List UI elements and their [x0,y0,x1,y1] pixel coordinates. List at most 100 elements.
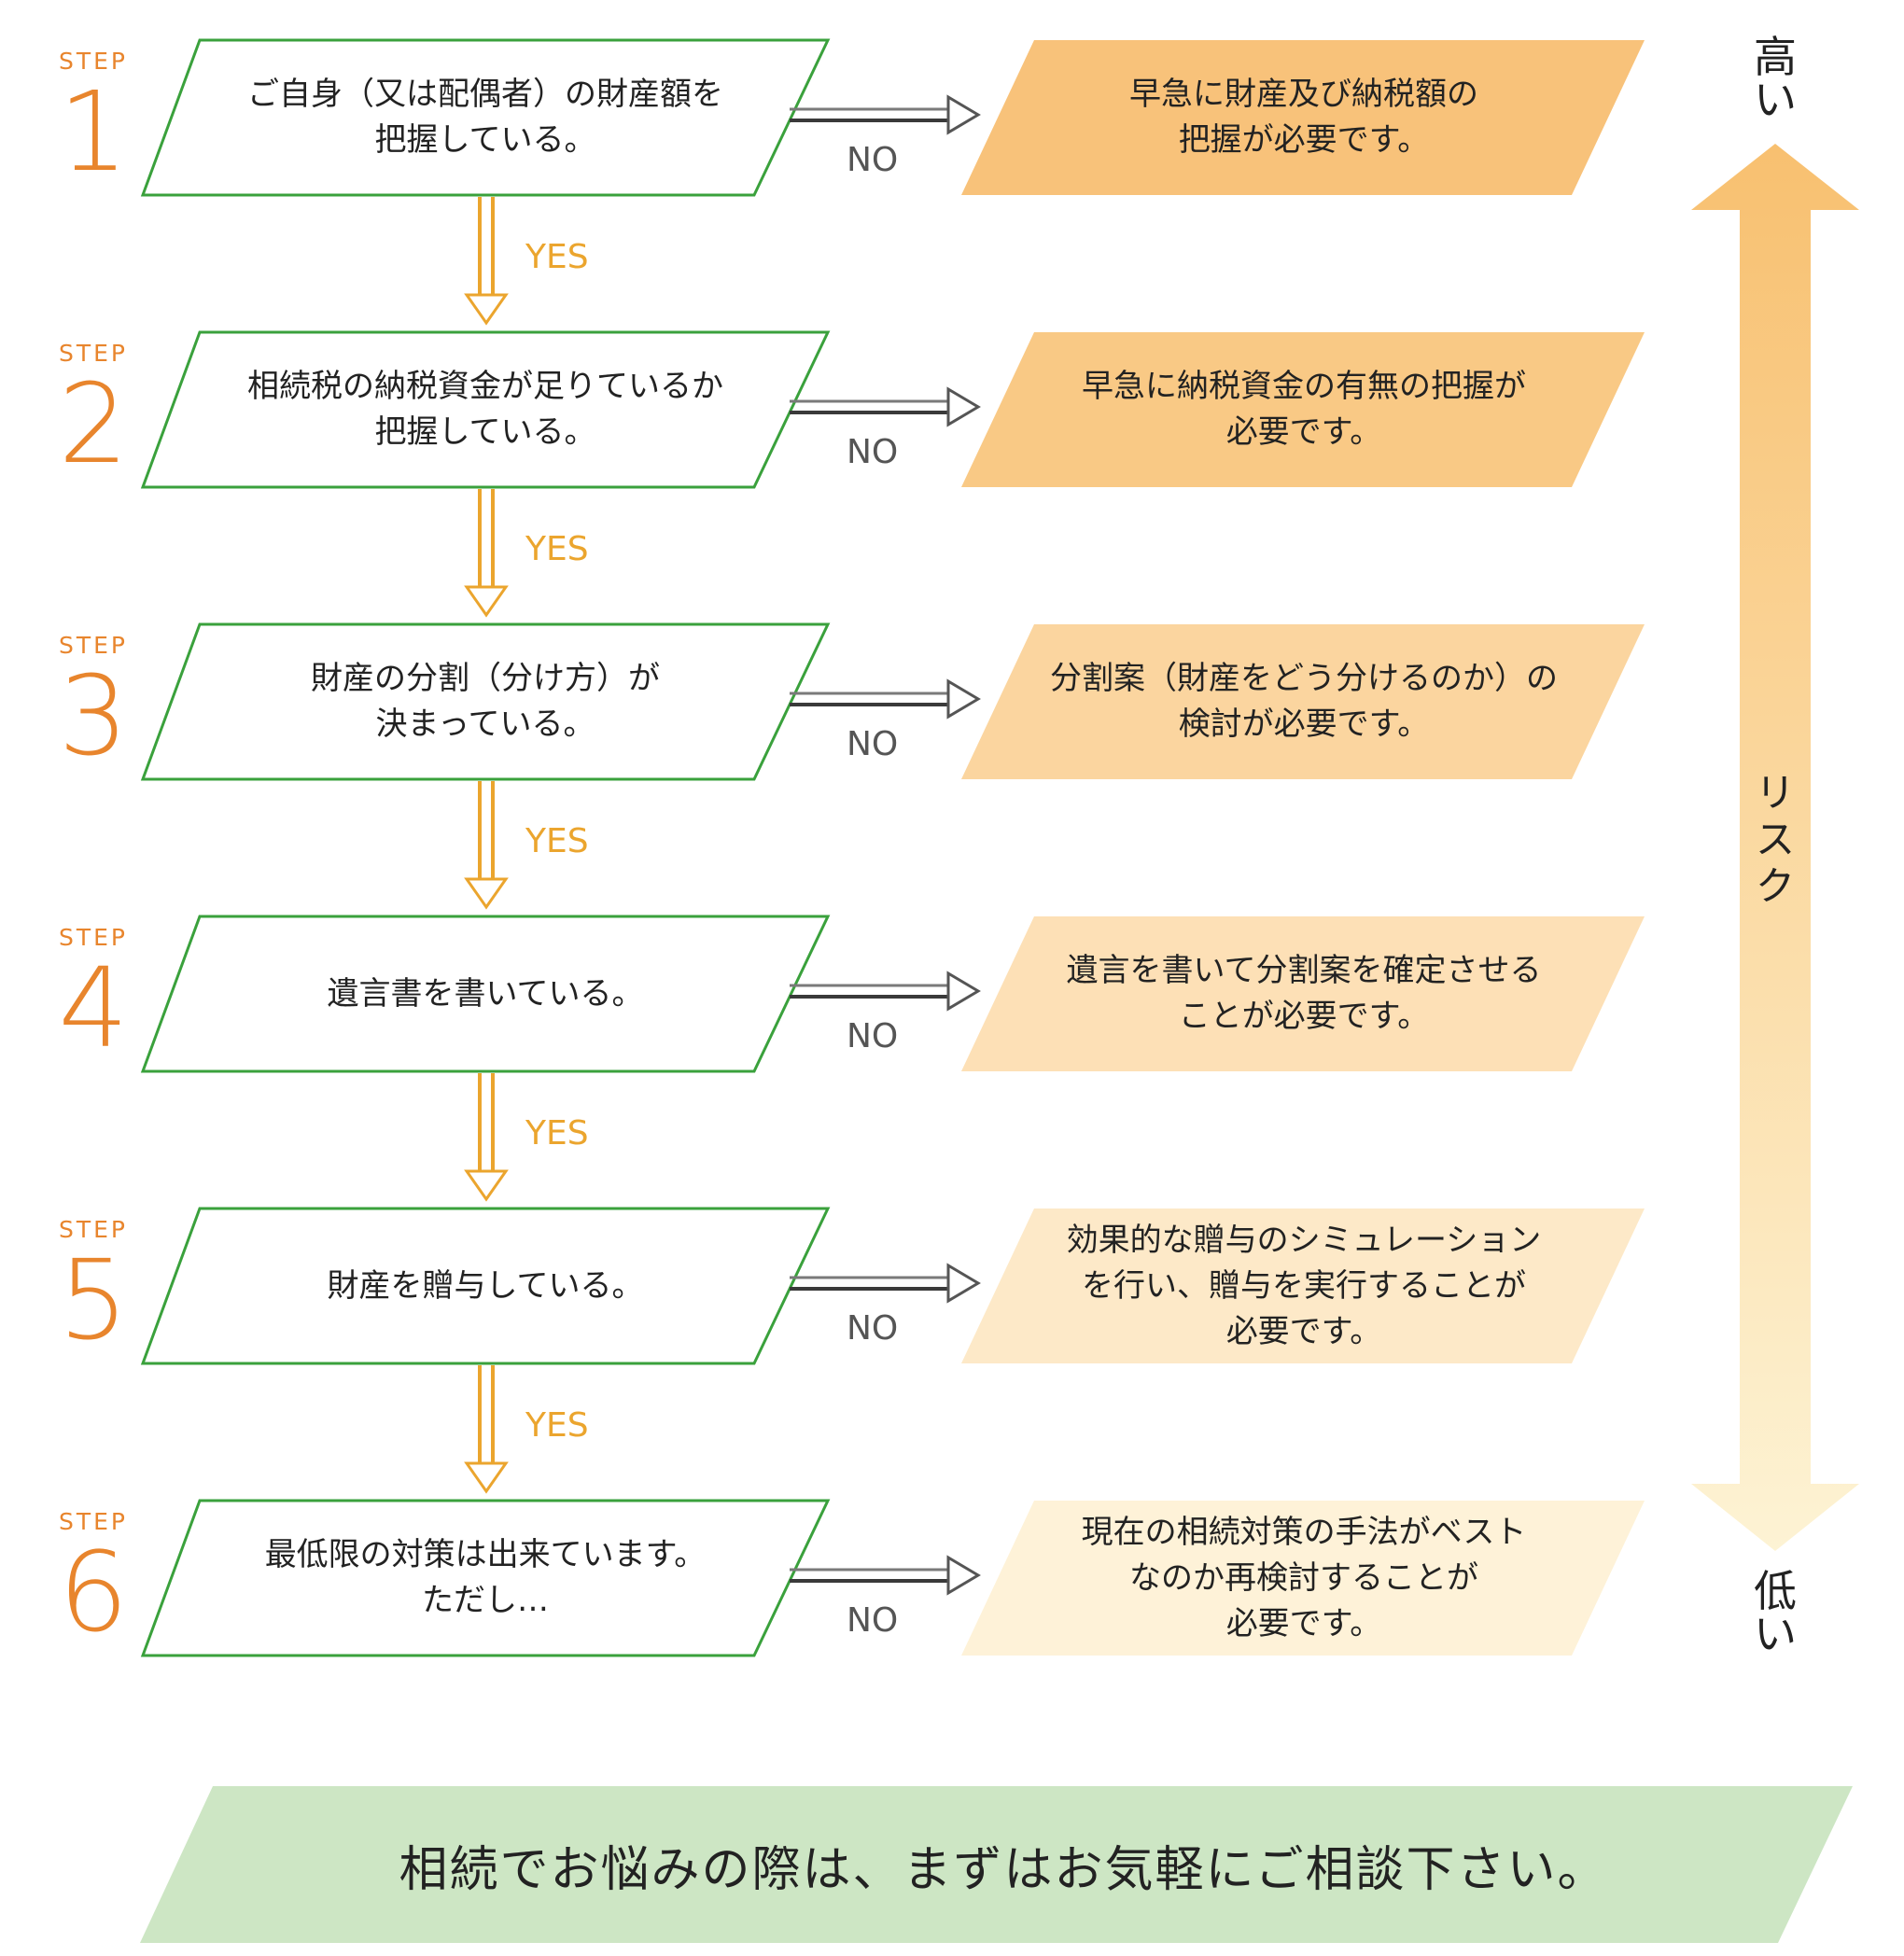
advice-line: 把握が必要です。 [1178,121,1430,159]
yes-label-1: YES [525,238,589,276]
question-text-3: 財産の分割（分け方）が決まっている。 [173,624,798,779]
advice-box-1 [961,40,1645,195]
no-arrow-head-4 [946,971,981,1012]
step-number: 5 [58,1236,129,1364]
advice-line: 必要です。 [1225,413,1382,451]
no-arrow-head-6 [946,1555,981,1596]
advice-box-3 [961,624,1645,779]
question-box-2 [140,330,831,489]
advice-text-1: 早急に財産及び納税額の把握が必要です。 [999,40,1609,195]
advice-line: 早急に納税資金の有無の把握が [1082,368,1526,405]
no-label-1: NO [847,141,899,179]
advice-text-5: 効果的な贈与のシミュレーションを行い、贈与を実行することが必要です。 [999,1209,1609,1363]
advice-text-2: 早急に納税資金の有無の把握が必要です。 [999,332,1609,487]
yes-label-2: YES [525,530,589,568]
yes-arrow-head-5 [464,1461,509,1494]
advice-line: 分割案（財産をどう分けるのか）の [1050,660,1558,697]
question-line: 把握している。 [374,121,596,159]
no-label-3: NO [847,725,899,763]
question-text-1: ご自身（又は配偶者）の財産額を把握している。 [173,40,798,195]
yes-label-3: YES [525,822,589,860]
yes-arrow-head-4 [464,1169,509,1202]
advice-line: 効果的な贈与のシミュレーション [1066,1221,1542,1259]
step-label: STEP [58,924,128,951]
risk-label: リスク [1747,770,1803,910]
question-line: 把握している。 [374,413,596,451]
yes-arrow-head-2 [464,585,509,618]
question-box-6 [140,1499,831,1657]
advice-line: 検討が必要です。 [1178,706,1430,743]
question-text-2: 相続税の納税資金が足りているか把握している。 [173,332,798,487]
question-line: ただし… [422,1582,549,1619]
step-number: 6 [58,1528,129,1656]
question-line: 最低限の対策は出来ています。 [264,1536,707,1573]
no-label-6: NO [847,1601,899,1640]
yes-arrow-head-3 [464,877,509,910]
no-label-4: NO [847,1017,899,1055]
yes-arrow-head-1 [464,293,509,326]
step-number: 1 [58,67,129,196]
question-box-4 [140,915,831,1073]
question-line: 財産の分割（分け方）が [311,660,660,697]
step-label: STEP [58,48,128,75]
question-line: 決まっている。 [375,706,595,743]
advice-line: 早急に財産及び納税額の [1129,76,1478,113]
yes-label-5: YES [525,1406,589,1445]
risk-high-char: い [1754,75,1797,125]
step-label: STEP [58,340,128,367]
advice-text-6: 現在の相続対策の手法がベストなのか再検討することが必要です。 [999,1501,1609,1656]
risk-low-char: い [1754,1609,1797,1659]
risk-low-char: 低 [1754,1566,1797,1616]
yes-label-4: YES [525,1114,589,1153]
question-box-3 [140,622,831,781]
advice-line: 現在の相続対策の手法がベスト [1081,1513,1527,1551]
question-line: 遺言書を書いている。 [327,974,644,1013]
consultation-banner-text: 相続でお悩みの際は、まずはお気軽にご相談下さい。 [399,1841,1608,1898]
question-text-6: 最低限の対策は出来ています。ただし… [173,1501,798,1656]
advice-line: 必要です。 [1225,1604,1382,1642]
risk-low-label: 低い [1747,1570,1803,1656]
advice-box-6 [961,1501,1645,1656]
risk-arrow [1691,144,1859,1551]
advice-line: なのか再検討することが [1129,1558,1478,1597]
step-number: 2 [58,359,129,488]
question-box-5 [140,1207,831,1365]
step-label: STEP [58,632,128,659]
step-number: 4 [58,943,129,1072]
step-label: STEP [58,1508,128,1535]
advice-line: 必要です。 [1225,1312,1382,1350]
question-text-4: 遺言書を書いている。 [173,916,798,1071]
question-box-1 [140,38,831,197]
no-label-2: NO [847,433,899,471]
advice-line: を行い、贈与を実行することが [1082,1266,1526,1305]
step-number: 3 [58,651,129,780]
no-arrow-head-1 [946,94,981,135]
advice-line: ことが必要です。 [1178,998,1430,1035]
advice-line: 遺言を書いて分割案を確定させる [1066,952,1542,989]
step-label: STEP [58,1216,128,1243]
advice-box-4 [961,916,1645,1071]
advice-box-5 [961,1209,1645,1363]
advice-box-2 [961,332,1645,487]
risk-high-label: 高い [1747,35,1803,121]
risk-char: ス [1755,817,1795,862]
consultation-banner [140,1786,1853,1943]
question-line: 財産を贈与している。 [327,1266,644,1305]
advice-text-3: 分割案（財産をどう分けるのか）の検討が必要です。 [999,624,1609,779]
question-line: ご自身（又は配偶者）の財産額を [247,76,723,113]
question-text-5: 財産を贈与している。 [173,1209,798,1363]
risk-high-char: 高 [1754,32,1797,82]
no-label-5: NO [847,1309,899,1348]
risk-char: リ [1755,770,1795,816]
no-arrow-head-3 [946,678,981,720]
no-arrow-head-5 [946,1263,981,1304]
advice-text-4: 遺言を書いて分割案を確定させることが必要です。 [999,916,1609,1071]
question-line: 相続税の納税資金が足りているか [247,368,723,405]
